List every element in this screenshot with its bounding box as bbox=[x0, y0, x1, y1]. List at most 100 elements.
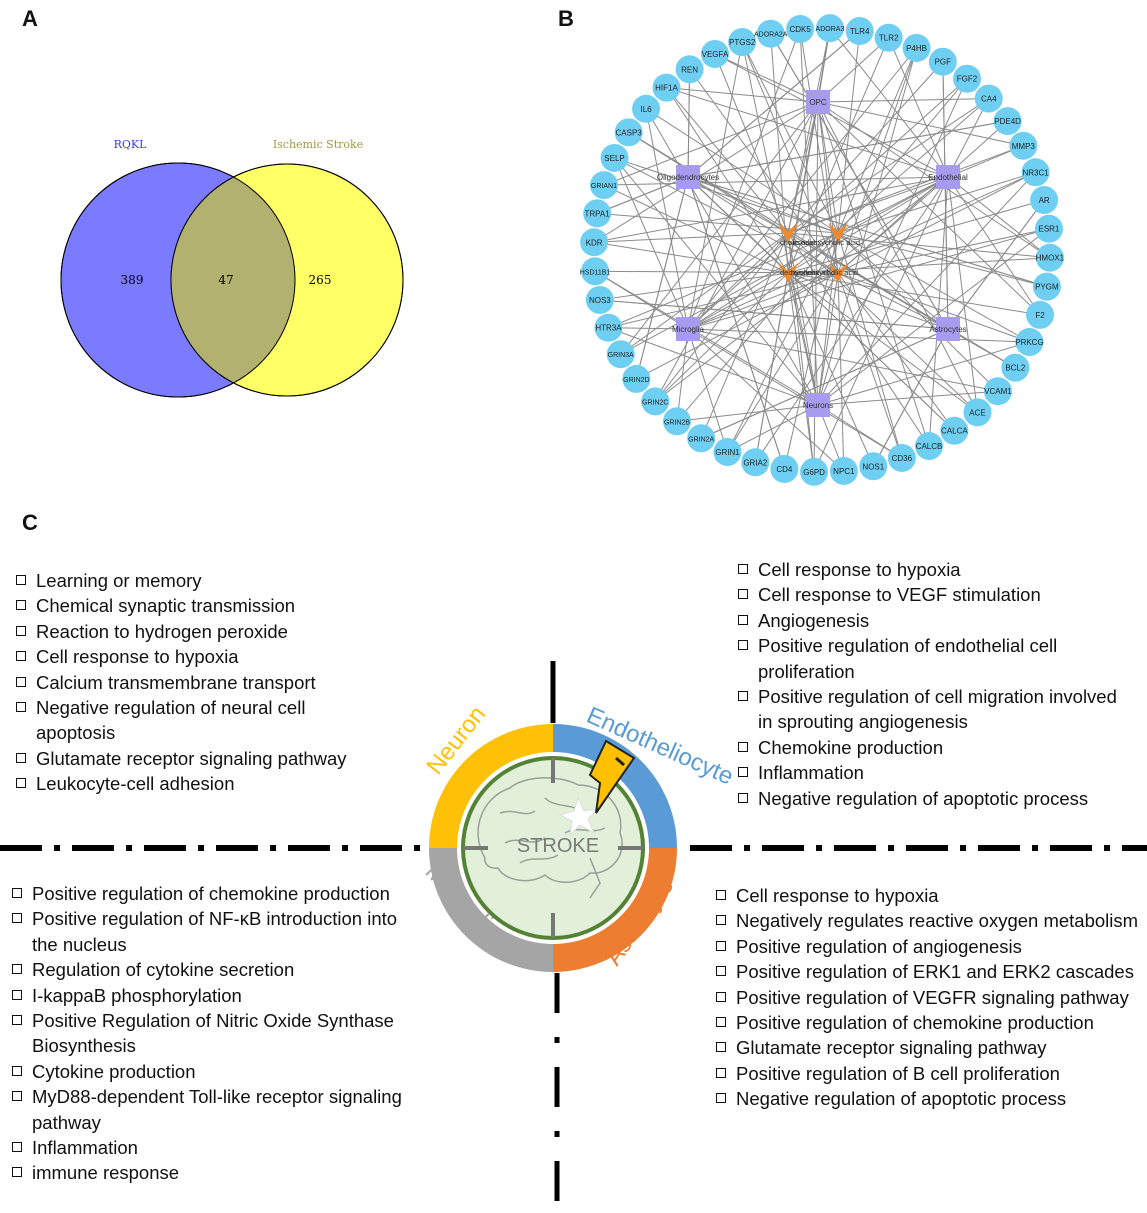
checkbox-icon bbox=[716, 890, 726, 900]
network-edge bbox=[787, 272, 819, 406]
panel-label-a: A bbox=[22, 6, 38, 31]
list-item-text: Cell response to hypoxia bbox=[36, 646, 239, 668]
checkbox-icon bbox=[738, 792, 748, 803]
network-edge bbox=[787, 176, 949, 234]
list-item-text: Reaction to hydrogen peroxide bbox=[36, 620, 288, 642]
network-edge bbox=[603, 176, 949, 186]
network-edge bbox=[687, 328, 1030, 343]
venn-label-ischemic-stroke: Ischemic Stroke bbox=[273, 138, 363, 151]
list-item: Calcium transmembrane transport bbox=[14, 670, 374, 695]
gene-node bbox=[652, 73, 681, 102]
gene-node bbox=[974, 84, 1003, 113]
list-item-text: Chemical synaptic transmission bbox=[36, 595, 296, 617]
network-edge bbox=[741, 41, 839, 274]
gene-label: ADORA3 bbox=[816, 26, 845, 33]
gene-label: F2 bbox=[1035, 311, 1045, 320]
network-edge bbox=[687, 176, 789, 274]
network-edge bbox=[837, 232, 949, 330]
list-item: Negatively regulates reactive oxygen met… bbox=[714, 908, 1147, 933]
gene-node bbox=[662, 407, 691, 436]
panel-label-b: B bbox=[558, 6, 574, 31]
stroke-center-label: STROKE bbox=[517, 835, 599, 857]
list-item-text: Positive regulation of angiogenesis bbox=[736, 935, 1022, 957]
list-item-text: Leukocyte-cell adhesion bbox=[36, 773, 235, 795]
network-edge bbox=[687, 47, 917, 330]
checkbox-icon bbox=[738, 614, 748, 625]
cell-type-node bbox=[676, 317, 700, 341]
network-edge bbox=[872, 328, 949, 467]
list-item: Positive regulation of angiogenesis bbox=[714, 934, 1147, 959]
gene-label: NPC1 bbox=[833, 467, 855, 476]
network-edge bbox=[666, 87, 789, 274]
gene-node bbox=[928, 47, 957, 76]
network-edge bbox=[837, 272, 949, 330]
gene-label: VCAM1 bbox=[984, 387, 1012, 396]
network-edge bbox=[620, 232, 789, 355]
network-edge bbox=[603, 101, 819, 186]
network-edge bbox=[817, 101, 839, 234]
cell-type-label: Neurons bbox=[803, 401, 833, 410]
gene-node bbox=[786, 15, 815, 44]
checkbox-icon bbox=[16, 625, 26, 636]
venn-count-stroke-only: 265 bbox=[309, 273, 332, 287]
checkbox-icon bbox=[12, 1142, 22, 1153]
network-edge bbox=[837, 176, 949, 234]
gene-label: GRIN2C bbox=[642, 399, 668, 406]
gene-node bbox=[845, 17, 874, 46]
ring-quadrant-astrocyte bbox=[553, 848, 677, 972]
network-edge bbox=[687, 41, 743, 330]
gene-label: SELP bbox=[604, 154, 624, 163]
gene-label: CASP3 bbox=[616, 128, 643, 137]
list-item: Positive regulation of cell migration in… bbox=[736, 684, 1126, 735]
network-edges bbox=[593, 27, 1051, 473]
venn-overlap-region bbox=[171, 164, 295, 396]
list-item: Inflammation bbox=[736, 760, 1126, 785]
compound-label: cholic acid bbox=[780, 238, 815, 247]
network-edge bbox=[687, 78, 968, 330]
gene-node bbox=[953, 64, 982, 93]
network-edge bbox=[700, 328, 949, 439]
microglia-function-list: Positive regulation of chemokine product… bbox=[10, 881, 420, 1186]
list-item-text: Chemokine production bbox=[758, 736, 944, 758]
checkbox-icon bbox=[716, 1067, 726, 1078]
gene-label: G6PD bbox=[803, 468, 825, 477]
list-item-text: Positive regulation of cell migration in… bbox=[758, 686, 1123, 733]
list-item-text: MyD88-dependent Toll-like receptor signa… bbox=[32, 1086, 408, 1133]
gene-label: MMP3 bbox=[1012, 142, 1036, 151]
gene-node bbox=[887, 443, 916, 472]
gene-label: GRIAN1 bbox=[591, 183, 617, 190]
gene-node bbox=[815, 14, 844, 43]
ring-quadrant-endotheliocyte bbox=[553, 724, 677, 848]
checkbox-icon bbox=[12, 1065, 22, 1076]
checkbox-icon bbox=[16, 752, 26, 763]
network-edge bbox=[687, 328, 999, 392]
network-edge bbox=[741, 41, 819, 406]
cell-type-label: Microglia bbox=[672, 325, 705, 334]
network-edge bbox=[654, 176, 949, 402]
checkbox-icon bbox=[16, 676, 26, 687]
network-edge bbox=[799, 28, 819, 406]
network-edge bbox=[787, 145, 1024, 234]
gene-label: AR bbox=[1039, 196, 1050, 205]
gene-node bbox=[902, 33, 931, 62]
network-edge bbox=[654, 232, 789, 402]
list-item-text: Glutamate receptor signaling pathway bbox=[36, 747, 347, 769]
gene-node bbox=[585, 285, 614, 314]
gene-node bbox=[859, 452, 888, 481]
network-edge bbox=[594, 270, 689, 330]
list-item-text: Calcium transmembrane transport bbox=[36, 671, 316, 693]
network-edge bbox=[614, 157, 819, 406]
list-item: Inflammation bbox=[10, 1135, 420, 1160]
list-item-text: Learning or memory bbox=[36, 570, 202, 591]
checkbox-icon bbox=[738, 767, 748, 778]
lightning-icon bbox=[588, 739, 636, 814]
network-edge bbox=[928, 176, 949, 447]
network-edge bbox=[817, 272, 839, 406]
network-edge bbox=[714, 53, 949, 178]
cell-type-node bbox=[936, 317, 960, 341]
network-edge bbox=[595, 270, 839, 274]
network-edge bbox=[787, 232, 819, 406]
network-edge bbox=[817, 98, 989, 103]
